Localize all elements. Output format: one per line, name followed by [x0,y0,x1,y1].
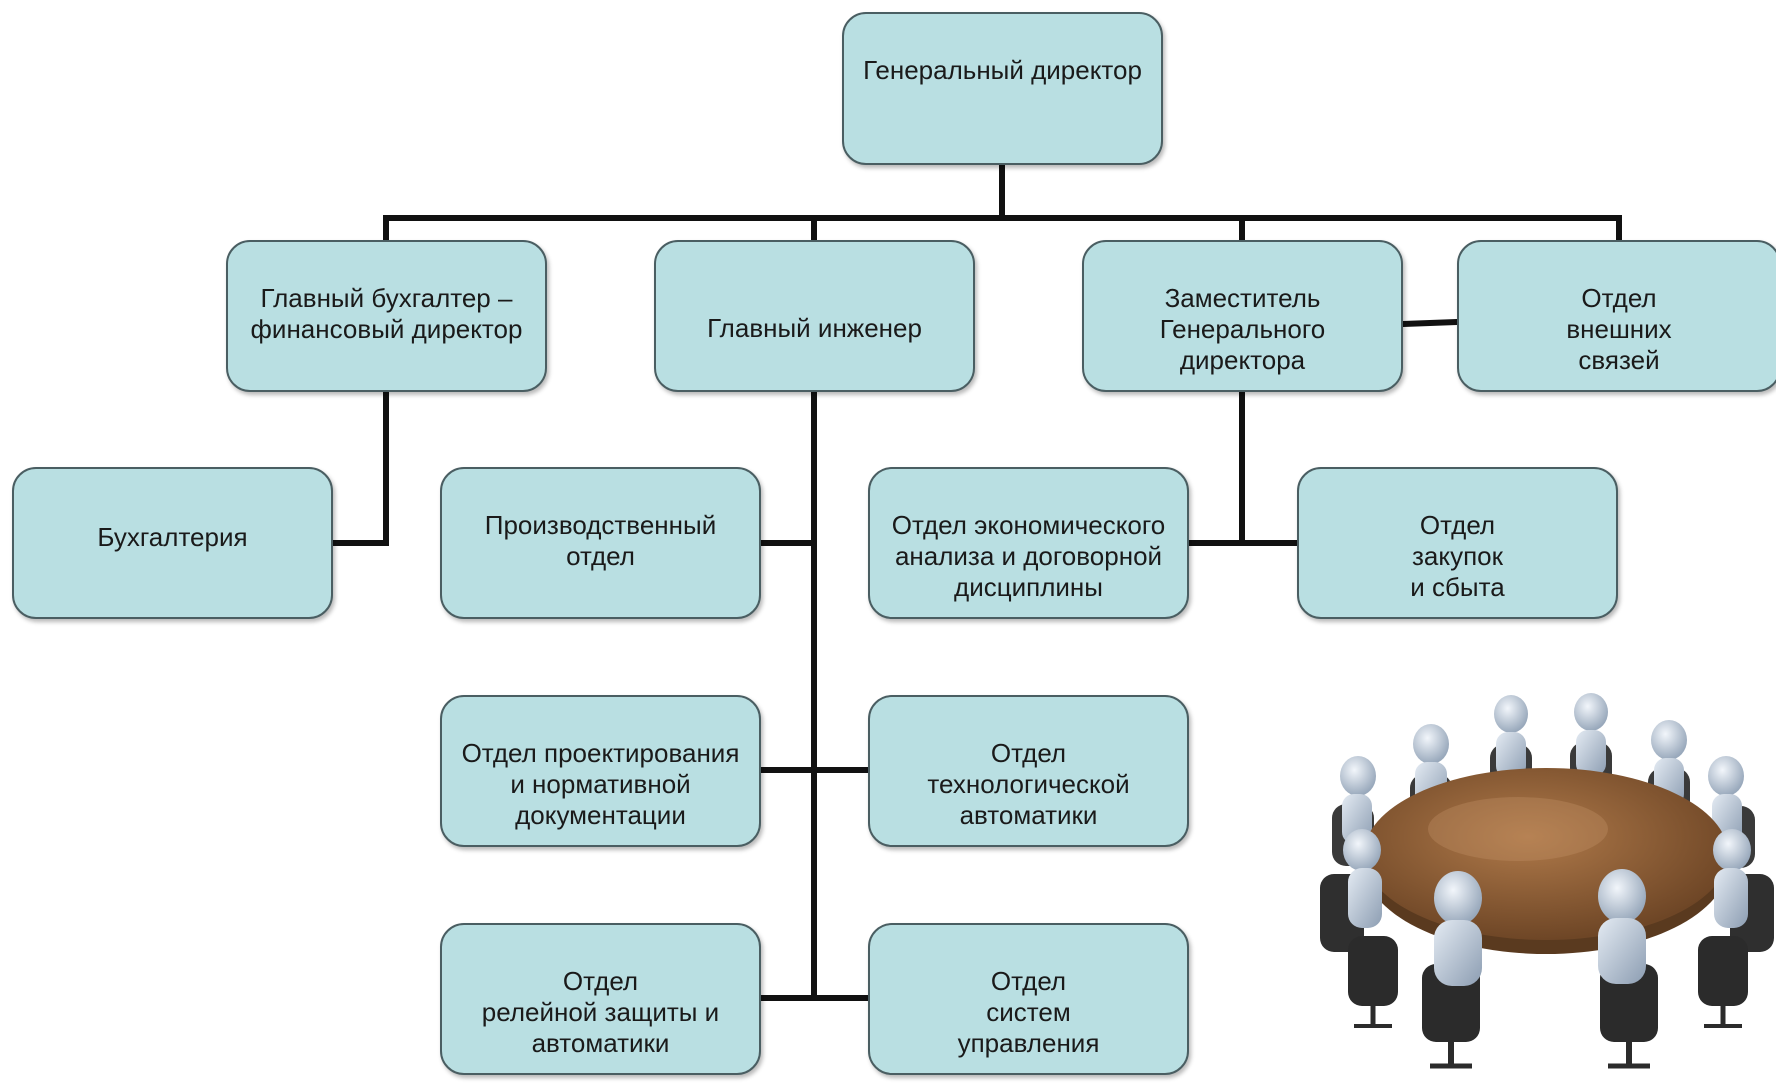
ceo-label: Генеральный директор [863,55,1142,85]
chief-engineer-label: Главный инженер [707,313,922,343]
control-systems-dept-label: Отдел систем управления [957,966,1100,1058]
deputy-director-label: Заместитель Генерального директора [1159,283,1326,375]
tech-automation-dept-box: Отдел технологической автоматики [868,695,1189,847]
design-dept-box: Отдел проектирования и нормативной докум… [440,695,761,847]
procurement-dept-label: Отдел закупок и сбыта [1410,510,1505,602]
economic-dept-label: Отдел экономического анализа и договорно… [891,510,1166,602]
accounting-label: Бухгалтерия [97,521,248,552]
external-relations-label: Отдел внешних связей [1566,283,1672,375]
design-dept-label: Отдел проектирования и нормативной докум… [461,738,740,830]
meeting-table-people-icon [1320,693,1774,1069]
ceo-box: Генеральный директор [842,12,1163,165]
economic-dept-box: Отдел экономического анализа и договорно… [868,467,1189,619]
external-relations-box: Отдел внешних связей [1457,240,1776,392]
procurement-dept-box: Отдел закупок и сбыта [1297,467,1618,619]
relay-dept-box: Отдел релейной защиты и автоматики [440,923,761,1075]
chief-accountant-box: Главный бухгалтер – финансовый директор [226,240,547,392]
chief-engineer-box: Главный инженер [654,240,975,392]
relay-dept-label: Отдел релейной защиты и автоматики [481,966,720,1058]
chief-accountant-label: Главный бухгалтер – финансовый директор [250,283,523,344]
accounting-box: Бухгалтерия [12,467,333,619]
production-dept-label: Производственный отдел [484,510,717,571]
production-dept-box: Производственный отдел [440,467,761,619]
tech-automation-dept-label: Отдел технологической автоматики [927,738,1130,830]
deputy-director-box: Заместитель Генерального директора [1082,240,1403,392]
control-systems-dept-box: Отдел систем управления [868,923,1189,1075]
